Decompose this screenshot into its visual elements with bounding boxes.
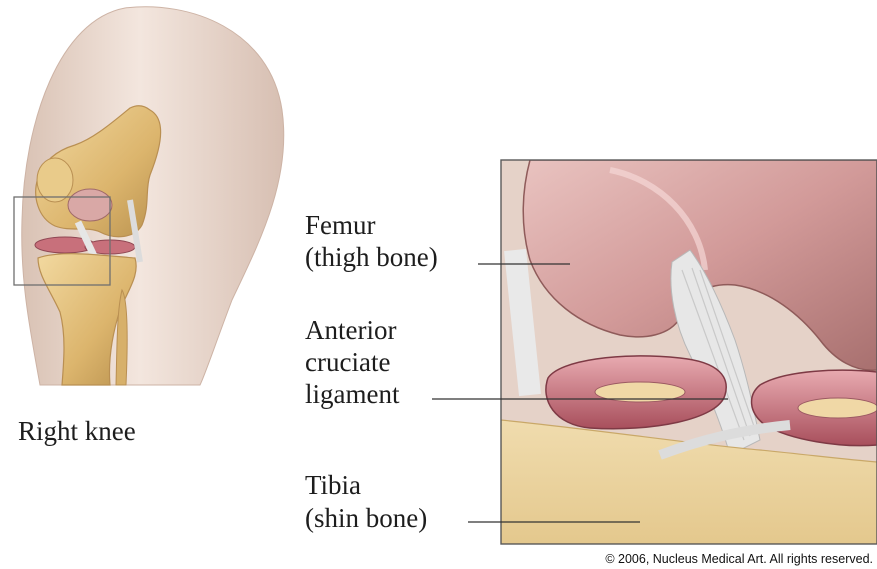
femur-label: Femur — [305, 210, 376, 241]
acl-label-line1: Anterior — [305, 315, 396, 346]
tibia-label: Tibia — [305, 470, 361, 501]
tibia-sublabel: (shin bone) — [305, 503, 427, 534]
femur-sublabel: (thigh bone) — [305, 242, 438, 273]
copyright-notice: © 2006, Nucleus Medical Art. All rights … — [605, 552, 873, 566]
acl-label-line2: cruciate — [305, 347, 390, 378]
acl-label-line3: ligament — [305, 379, 399, 410]
right-knee-illustration — [14, 7, 284, 385]
knee-detail-illustration — [501, 160, 877, 544]
right-knee-caption: Right knee — [18, 416, 136, 447]
